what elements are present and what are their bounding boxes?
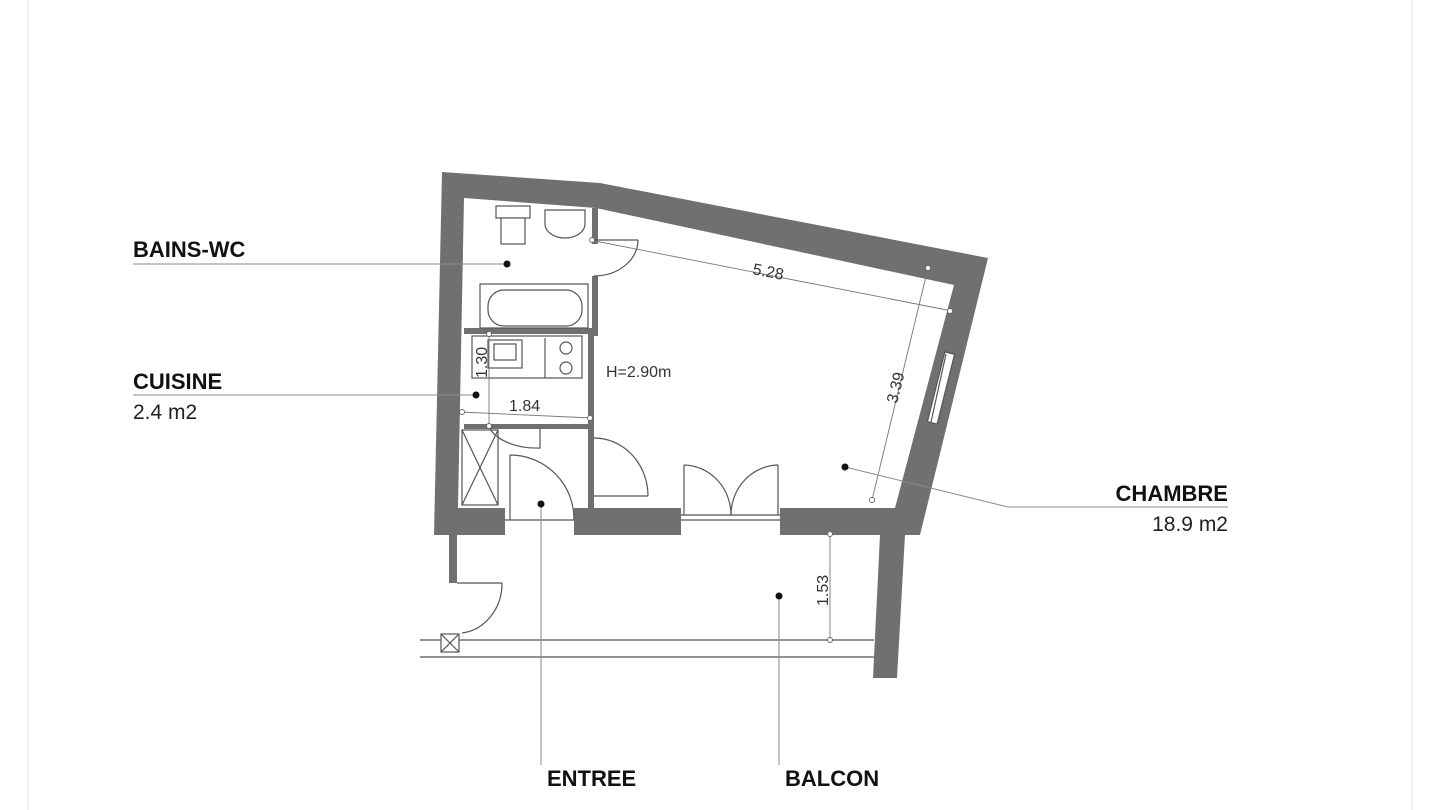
kitchen-partition [464, 328, 598, 334]
bathroom-partition [592, 208, 598, 244]
fixtures [420, 205, 956, 658]
dim-tick [459, 409, 465, 415]
balcony-side-wall [873, 535, 905, 678]
inner-door-swing [593, 437, 649, 497]
marker-chambre [841, 463, 849, 471]
side-window-pane [930, 353, 947, 423]
kitchen-sink-bowl-icon [493, 343, 517, 361]
marker-entree [537, 500, 545, 508]
label-chambre: CHAMBRE [1116, 481, 1228, 506]
dimension-lines: 5.28 3.39 1.30 1.84 1.53 H=2.90m [459, 237, 953, 643]
label-balcon: BALCON [785, 766, 879, 791]
dim-tick [486, 331, 492, 337]
french-window-swing-left [683, 464, 732, 516]
front-wall-segment [574, 508, 681, 535]
leader-chambre [844, 466, 1009, 508]
entry-wall [588, 438, 594, 508]
kitchen-door-swing [489, 428, 541, 449]
french-window-swing-right [730, 464, 779, 516]
dim-tick [827, 637, 833, 643]
closet-partition [464, 424, 540, 429]
bathroom-door-swing [593, 239, 639, 277]
dim-cuisine-depth: 1.30 [474, 347, 491, 378]
label-entree: ENTREE [547, 766, 636, 791]
kitchen-side-wall [588, 334, 594, 438]
dim-chambre-width: 3.39 [884, 371, 908, 405]
leaders [133, 260, 1228, 765]
hob-burner-icon [559, 341, 573, 355]
dim-tick [827, 531, 833, 537]
dim-line-cuisine-width [459, 411, 593, 419]
dim-line-chambre-length [589, 239, 953, 312]
bathtub-basin-icon [487, 289, 583, 327]
walls [434, 172, 988, 678]
drain-cross-2 [440, 633, 460, 653]
closet-partition-2 [540, 424, 590, 429]
entry-stub-wall [449, 535, 457, 583]
balcony-door-swing [461, 582, 503, 634]
room-labels: BAINS-WC CUISINE 2.4 m2 CHAMBRE 18.9 m2 … [133, 237, 1228, 791]
dim-tick [869, 497, 875, 503]
entrance-door-swing [509, 454, 575, 521]
hob-burner-icon-2 [559, 361, 573, 375]
dim-tick [486, 423, 492, 429]
dim-chambre-length: 5.28 [751, 261, 785, 284]
dim-line-chambre-width [871, 267, 929, 501]
area-chambre: 18.9 m2 [1152, 513, 1228, 536]
dim-balcon-depth: 1.53 [815, 575, 832, 606]
dim-tick [587, 415, 593, 421]
dim-tick [947, 308, 953, 314]
area-cuisine: 2.4 m2 [133, 401, 197, 424]
toilet-tank-icon [495, 205, 531, 219]
dim-tick [925, 265, 931, 271]
washbasin-icon [544, 209, 586, 239]
dim-cuisine-width: 1.84 [509, 398, 540, 415]
ceiling-height: H=2.90m [606, 364, 671, 381]
toilet-icon [500, 217, 526, 245]
bathroom-partition-lower [592, 276, 598, 336]
marker-cuisine [472, 391, 480, 399]
closet-cross-2 [461, 429, 499, 506]
dim-tick [589, 237, 595, 243]
marker-bains-wc [503, 260, 511, 268]
label-cuisine: CUISINE [133, 369, 222, 394]
label-bains-wc: BAINS-WC [133, 237, 246, 262]
marker-balcon [775, 592, 783, 600]
